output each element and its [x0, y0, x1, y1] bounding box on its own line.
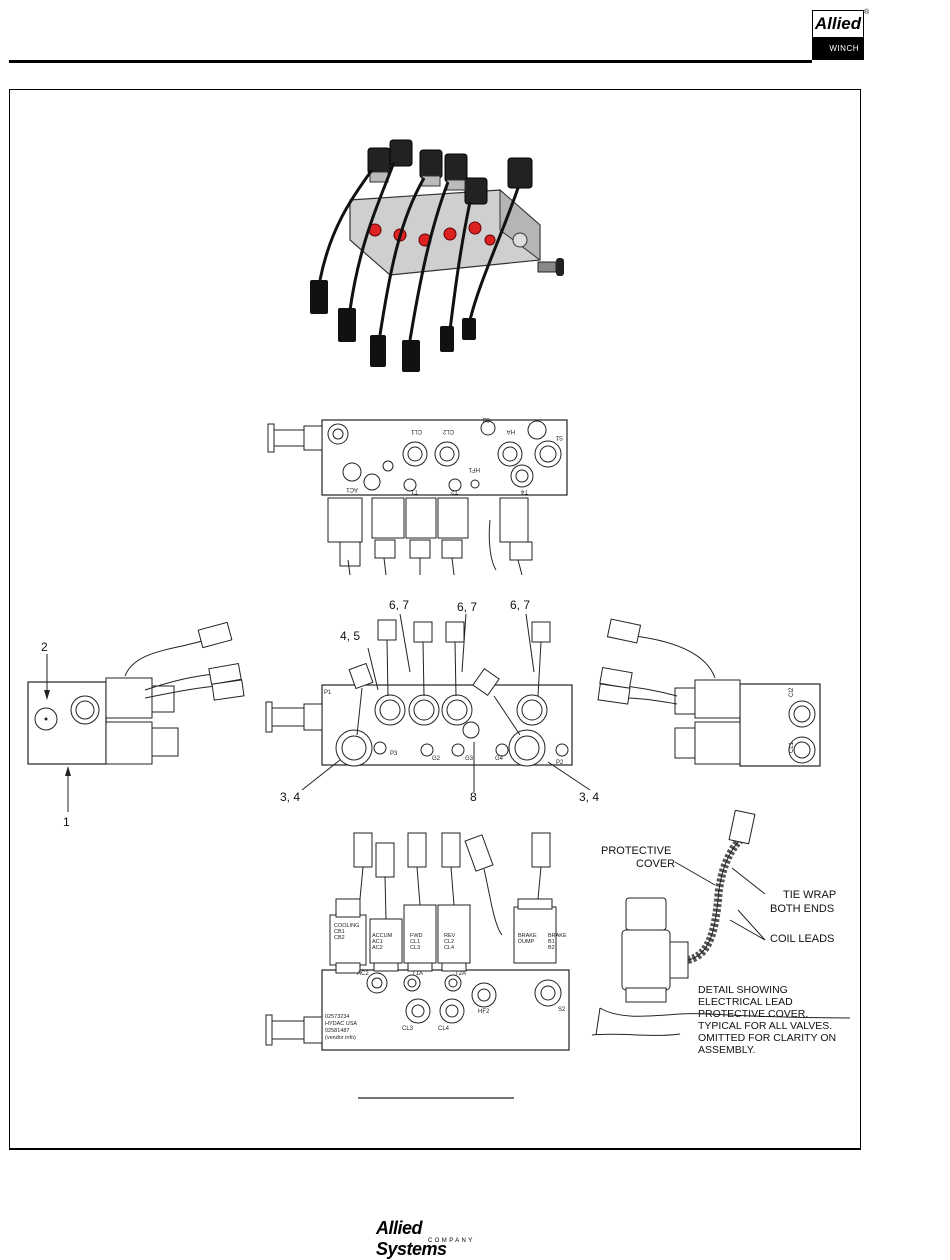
valve-label: CL1	[410, 939, 420, 945]
logo-brand-sub: WINCH	[829, 44, 859, 53]
protective-cover-detail	[591, 810, 850, 1036]
port-label: HF2	[478, 1009, 490, 1015]
vendor-label: 02581487	[325, 1028, 349, 1034]
protective-cover-label-line2: COVER	[636, 858, 676, 870]
coil-leads-label: COIL LEADS	[770, 933, 835, 945]
valve-label: B1	[548, 939, 555, 945]
svg-text:S3: S3	[482, 416, 490, 422]
callout-8: 8	[470, 790, 477, 804]
logo-brand-name: Allied	[813, 11, 863, 38]
svg-text:G4: G4	[495, 756, 504, 762]
valve-label: COOLING	[334, 923, 359, 929]
svg-text:S1: S1	[555, 434, 563, 440]
detail-note-line: DETAIL SHOWING	[698, 984, 788, 996]
svg-text:CI2: CI2	[789, 687, 795, 697]
header-rule	[9, 60, 812, 63]
valve-label: BRAKE	[518, 933, 537, 939]
detail-note-line: TYPICAL FOR ALL VALVES.	[698, 1020, 833, 1032]
port-label: S2	[558, 1007, 566, 1013]
svg-text:AC1: AC1	[346, 486, 358, 492]
valve-label: B2	[548, 945, 555, 951]
callout-2: 2	[41, 640, 48, 654]
allied-winch-logo: Allied WINCH ®	[812, 9, 869, 60]
valve-label: CB1	[334, 929, 345, 935]
valve-label: AC2	[372, 945, 383, 951]
detail-note-line: OMITTED FOR CLARITY ON	[698, 1032, 837, 1044]
port-label: T2A	[455, 971, 466, 977]
left-side-view	[27, 621, 245, 765]
right-side-view: CI2 CL1	[597, 618, 821, 767]
footer-rule	[9, 1148, 861, 1150]
svg-text:P1: P1	[324, 690, 332, 696]
valve-label: ACCUM	[372, 933, 393, 939]
svg-text:CL1: CL1	[410, 428, 422, 434]
front-elevation-view: P1 P3 G2 G3 G4 P2	[265, 619, 573, 767]
vendor-label: 02573234	[325, 1014, 349, 1020]
valve-label: CL4	[444, 945, 454, 951]
tie-wrap-label-line2: BOTH ENDS	[770, 903, 835, 915]
protective-cover-label-line1: PROTECTIVE	[601, 845, 672, 857]
callout-3-4-left: 3, 4	[280, 790, 301, 804]
valve-label: CB2	[334, 935, 345, 941]
svg-text:G2: G2	[432, 756, 441, 762]
detail-note: DETAIL SHOWING ELECTRICAL LEAD PROTECTIV…	[698, 984, 836, 1056]
svg-text:T2: T2	[450, 488, 458, 494]
allied-systems-logo: Allied Systems COMPANY	[376, 1218, 496, 1259]
svg-text:CL1: CL1	[789, 741, 795, 753]
svg-text:T1: T1	[410, 488, 418, 494]
tie-wrap-label-line1: TIE WRAP	[783, 889, 837, 901]
valve-label: REV	[444, 933, 456, 939]
svg-text:P2: P2	[556, 760, 564, 766]
port-label: CL3	[402, 1026, 414, 1032]
detail-note-line: ELECTRICAL LEAD	[698, 996, 793, 1008]
vendor-label: (vendor info)	[325, 1035, 356, 1041]
top-plan-view: CL1 CL2 S1 HF1 HA AC1 T1 T2 T4 S3	[267, 416, 568, 575]
bottom-port-labels: AC2 T1A T2A CL3 CL4 HF2 S2	[357, 971, 566, 1032]
valve-label: BRAKE	[548, 933, 567, 939]
port-label: AC2	[357, 971, 369, 977]
callout-6-7-b: 6, 7	[457, 600, 478, 614]
logo-registered-mark: ®	[864, 9, 870, 16]
svg-text:HF1: HF1	[468, 466, 480, 472]
valve-assembly-illustration	[310, 139, 564, 372]
callout-6-7-c: 6, 7	[510, 598, 531, 612]
valve-label: CL2	[444, 939, 454, 945]
callout-1: 1	[63, 815, 70, 829]
svg-text:T4: T4	[520, 488, 528, 494]
svg-text:G3: G3	[465, 756, 474, 762]
svg-text:CL2: CL2	[442, 428, 454, 434]
svg-text:P3: P3	[390, 751, 398, 757]
valve-label: AC1	[372, 939, 383, 945]
callout-6-7-a: 6, 7	[389, 598, 410, 612]
port-label: T1A	[412, 971, 423, 977]
svg-text:HA: HA	[507, 428, 515, 434]
footer-company-sub: COMPANY	[428, 1238, 475, 1244]
vendor-label: HYDAC USA	[325, 1021, 357, 1027]
valve-label: FWD	[410, 933, 423, 939]
port-label: CL4	[438, 1026, 450, 1032]
detail-note-line: PROTECTIVE COVER.	[698, 1008, 809, 1020]
callout-4-5: 4, 5	[340, 629, 361, 643]
detail-note-line: ASSEMBLY.	[698, 1044, 756, 1056]
callout-3-4-right: 3, 4	[579, 790, 600, 804]
valve-label: DUMP	[518, 939, 535, 945]
valve-label: CL3	[410, 945, 420, 951]
